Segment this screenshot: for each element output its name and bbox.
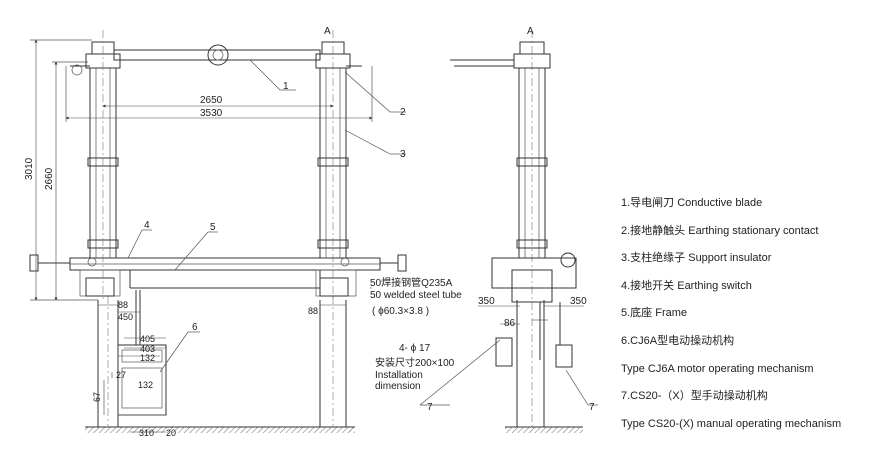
tube-note-cn: 50焊接钢管Q235A: [370, 276, 453, 289]
dim-310: 310: [139, 428, 154, 438]
dim-67: 67: [92, 392, 102, 402]
tube-note-diameter: ( ϕ60.3×3.8 ): [372, 306, 429, 317]
install-note-cn: 安装尺寸200×100: [375, 356, 455, 369]
dim-88-right: 88: [308, 306, 318, 316]
callout-1: 1: [283, 81, 289, 92]
right-steel-post: [319, 296, 347, 427]
ground-hatch-front: [85, 427, 355, 433]
dim-132-top: 132: [140, 353, 155, 363]
callout-2: 2: [400, 107, 406, 118]
dim-27: 27: [116, 370, 126, 380]
callout-6: 6: [192, 322, 198, 333]
label-a-side: A: [527, 26, 534, 37]
dim-88-left: 88: [118, 300, 128, 310]
legend-item-7-en: Type CS20-(X) manual operating mechanism: [621, 417, 842, 430]
dim-86: 86: [504, 318, 516, 329]
install-holes: 4- ϕ 17: [399, 343, 431, 354]
front-view: [29, 30, 513, 433]
dim-3530: 3530: [200, 108, 223, 119]
dim-2650: 2650: [200, 95, 223, 106]
label-a-front: A: [324, 26, 331, 37]
dim-132-bottom: 132: [138, 380, 153, 390]
callout-5: 5: [210, 222, 216, 233]
legend-item-6: 6.CJ6A型电动操动机构: [621, 334, 735, 347]
install-note: 4- ϕ 17 安装尺寸200×100 Installation dimensi…: [375, 343, 455, 392]
install-note-en2: dimension: [375, 381, 421, 392]
dim-3010: 3010: [24, 157, 35, 180]
callout-4: 4: [144, 220, 150, 231]
left-support-insulator: [85, 30, 121, 300]
front-dimension-labels: 2650 3530 3010 2660 88 450 88 405 403 13…: [24, 26, 331, 438]
callout-7-front: 7: [427, 402, 433, 413]
side-view: [450, 30, 598, 433]
legend-item-6-en: Type CJ6A motor operating mechanism: [621, 362, 814, 375]
parts-legend: 1.导电闸刀 Conductive blade 2.接地静触头 Earthing…: [621, 196, 841, 444]
dim-450: 450: [118, 312, 133, 322]
conductive-blade: [70, 44, 362, 76]
legend-item-5: 5.底座 Frame: [621, 307, 688, 320]
left-steel-post: [97, 296, 119, 427]
tube-note-en: 50 welded steel tube: [370, 290, 462, 301]
front-callout-numbers: 1 2 3 4 5 6 7: [144, 81, 433, 413]
legend-item-4: 4.接地开关 Earthing switch: [621, 279, 752, 292]
right-support-insulator: [315, 30, 351, 300]
install-note-en1: Installation: [375, 370, 423, 381]
side-view-labels: 350 86 350 A 7: [478, 26, 595, 413]
dim-405: 405: [140, 334, 155, 344]
legend-item-1: 1.导电闸刀 Conductive blade: [621, 197, 763, 209]
tube-note: 50焊接钢管Q235A 50 welded steel tube ( ϕ60.3…: [370, 276, 462, 317]
legend-item-7: 7.CS20-（X）型手动操动机构: [621, 390, 768, 403]
dim-20: 20: [166, 428, 176, 438]
dim-350-right: 350: [570, 296, 587, 307]
callout-7-side: 7: [589, 402, 595, 413]
dim-350-left: 350: [478, 296, 495, 307]
legend-item-2: 2.接地静触头 Earthing stationary contact: [621, 224, 819, 237]
dim-2660: 2660: [44, 167, 55, 190]
base-frame: [29, 254, 407, 297]
callout-3: 3: [400, 149, 406, 160]
legend-item-3: 3.支柱绝缘子 Support insulator: [621, 252, 772, 265]
dim-403: 403: [140, 344, 155, 354]
